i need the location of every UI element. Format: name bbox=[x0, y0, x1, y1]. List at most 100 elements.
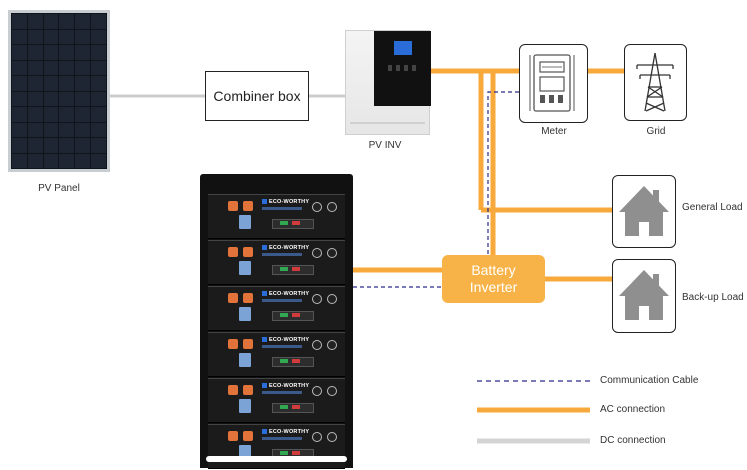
pv-cell bbox=[43, 60, 59, 75]
status-led-icon bbox=[280, 451, 288, 455]
terminal-icon bbox=[312, 432, 322, 442]
pv-cell bbox=[12, 29, 27, 44]
pv-cell bbox=[59, 29, 75, 44]
power-button-icon bbox=[243, 385, 253, 395]
battery-brand-label: ECO-WORTHY bbox=[262, 429, 309, 435]
pv-cell bbox=[91, 76, 106, 91]
battery-brand-label: ECO-WORTHY bbox=[262, 291, 309, 297]
pv-cell bbox=[91, 60, 106, 75]
house-icon bbox=[619, 270, 669, 320]
battery-inverter-label-line2: Inverter bbox=[469, 279, 518, 295]
pv-cell bbox=[27, 138, 43, 153]
battery-inverter-box: Battery Inverter bbox=[442, 255, 545, 303]
status-led-icon bbox=[292, 313, 300, 317]
pv-cell bbox=[91, 14, 106, 29]
breaker-switch-icon bbox=[239, 399, 251, 413]
pv-cell bbox=[12, 45, 27, 60]
house-icon bbox=[619, 186, 669, 236]
pv-cell bbox=[75, 60, 91, 75]
pv-cell bbox=[43, 138, 59, 153]
pv-cell bbox=[91, 138, 106, 153]
battery-module: ECO-WORTHY bbox=[208, 378, 345, 423]
general-load-box bbox=[612, 175, 676, 248]
pv-cell bbox=[91, 107, 106, 122]
terminal-icon bbox=[312, 340, 322, 350]
status-led-icon bbox=[292, 267, 300, 271]
pv-cell bbox=[27, 107, 43, 122]
pv-cell bbox=[91, 122, 106, 137]
pv-cell bbox=[43, 153, 59, 168]
breaker-switch-icon bbox=[239, 215, 251, 229]
inverter-buttons bbox=[388, 65, 418, 71]
legend-dc-label: DC connection bbox=[600, 435, 666, 446]
meter-box bbox=[519, 44, 588, 123]
pv-panel-label: PV Panel bbox=[38, 183, 80, 194]
pv-cell bbox=[43, 122, 59, 137]
pv-cell bbox=[75, 122, 91, 137]
breaker-switch-icon bbox=[239, 307, 251, 321]
power-button-icon bbox=[243, 431, 253, 441]
grid-label: Grid bbox=[646, 126, 666, 137]
pv-cell bbox=[75, 91, 91, 106]
pv-cell bbox=[75, 29, 91, 44]
pv-cell bbox=[27, 76, 43, 91]
power-button-icon bbox=[243, 293, 253, 303]
terminal-icon bbox=[312, 248, 322, 258]
pv-cell bbox=[12, 107, 27, 122]
status-led-icon bbox=[292, 221, 300, 225]
comm-line-meter bbox=[487, 91, 519, 255]
status-led-icon bbox=[280, 313, 288, 317]
pv-cell bbox=[43, 107, 59, 122]
pv-panel-image bbox=[8, 10, 110, 172]
battery-info-strip bbox=[262, 437, 302, 440]
battery-brand-label: ECO-WORTHY bbox=[262, 383, 309, 389]
electric-meter-icon bbox=[529, 54, 575, 112]
backup-load-box bbox=[612, 259, 676, 333]
pv-cell bbox=[12, 138, 27, 153]
pv-cell bbox=[27, 29, 43, 44]
breaker-switch-icon bbox=[239, 353, 251, 367]
pv-cell bbox=[59, 122, 75, 137]
transmission-tower-icon bbox=[636, 52, 674, 112]
breaker-switch-icon bbox=[239, 261, 251, 275]
pv-cell bbox=[27, 122, 43, 137]
pv-cell bbox=[59, 91, 75, 106]
pv-cell bbox=[59, 60, 75, 75]
terminal-icon bbox=[327, 432, 337, 442]
terminal-icon bbox=[327, 202, 337, 212]
pv-cell bbox=[75, 76, 91, 91]
pv-cell bbox=[27, 91, 43, 106]
power-button-icon bbox=[243, 339, 253, 349]
pv-cell bbox=[75, 138, 91, 153]
terminal-icon bbox=[327, 386, 337, 396]
power-button-icon bbox=[228, 201, 238, 211]
power-button-icon bbox=[228, 293, 238, 303]
battery-info-strip bbox=[262, 299, 302, 302]
battery-brand-label: ECO-WORTHY bbox=[262, 337, 309, 343]
legend-ac-label: AC connection bbox=[600, 404, 666, 415]
legend-communication-label: Communication Cable bbox=[600, 375, 699, 386]
terminal-icon bbox=[312, 386, 322, 396]
pv-cell bbox=[75, 14, 91, 29]
power-button-icon bbox=[243, 201, 253, 211]
pv-cell bbox=[12, 76, 27, 91]
pv-cell bbox=[43, 76, 59, 91]
power-button-icon bbox=[243, 247, 253, 257]
battery-brand-label: ECO-WORTHY bbox=[262, 245, 309, 251]
battery-info-strip bbox=[262, 345, 302, 348]
general-load-label: General Load bbox=[682, 202, 743, 213]
battery-brand-label: ECO-WORTHY bbox=[262, 199, 309, 205]
pv-cell bbox=[43, 14, 59, 29]
pv-cell bbox=[12, 60, 27, 75]
terminal-icon bbox=[327, 294, 337, 304]
terminal-icon bbox=[312, 294, 322, 304]
pv-inverter-image bbox=[345, 30, 431, 135]
status-led-icon bbox=[280, 221, 288, 225]
battery-inverter-label-line1: Battery bbox=[471, 262, 516, 278]
pv-cell bbox=[75, 107, 91, 122]
status-led-icon bbox=[280, 359, 288, 363]
pv-cell bbox=[91, 45, 106, 60]
pv-cell bbox=[75, 153, 91, 168]
pv-cell bbox=[59, 107, 75, 122]
